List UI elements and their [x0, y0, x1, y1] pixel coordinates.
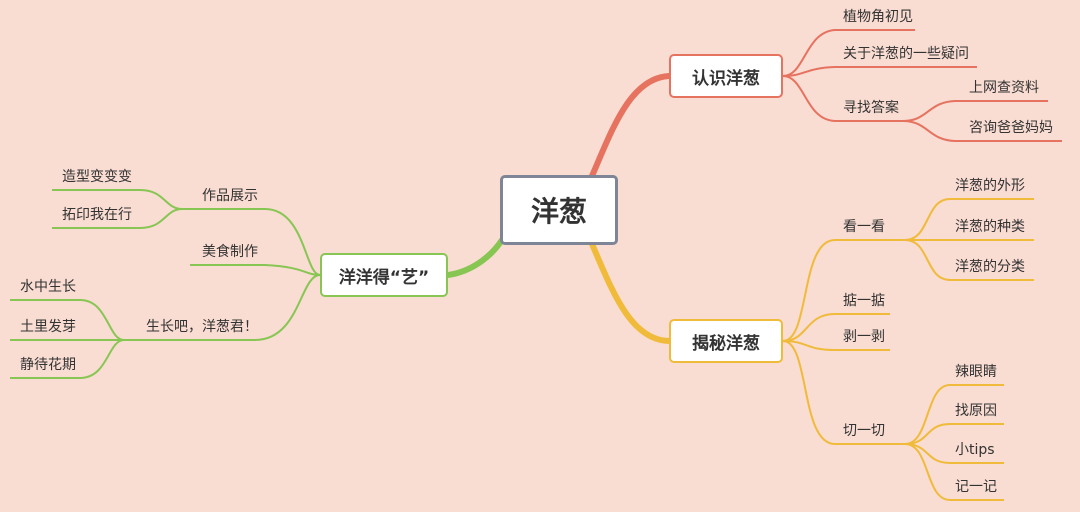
connectors-know — [782, 29, 1062, 142]
topic-varieties[interactable]: 洋葱的种类 — [955, 219, 1025, 235]
connectors-reveal — [782, 198, 1034, 501]
topic-works-display[interactable]: 作品展示 — [202, 188, 258, 204]
topic-shape-change[interactable]: 造型变变变 — [62, 169, 132, 185]
topic-cut[interactable]: 切一切 — [843, 423, 885, 439]
topic-find-answers[interactable]: 寻找答案 — [843, 100, 899, 116]
connector-root-reveal — [589, 241, 672, 344]
branch-know-node[interactable]: 认识洋葱 — [669, 54, 783, 98]
topic-shape[interactable]: 洋葱的外形 — [955, 178, 1025, 194]
topic-eye-sting[interactable]: 辣眼睛 — [955, 364, 997, 380]
branch-reveal-node[interactable]: 揭秘洋葱 — [669, 319, 783, 363]
connectors-art — [10, 189, 321, 379]
topic-plant-corner[interactable]: 植物角初见 — [843, 9, 913, 25]
topic-tips[interactable]: 小tips — [955, 442, 995, 458]
topic-food-making[interactable]: 美食制作 — [202, 244, 258, 260]
topic-questions[interactable]: 关于洋葱的一些疑问 — [843, 46, 969, 62]
topic-weigh[interactable]: 掂一掂 — [843, 293, 885, 309]
topic-printing[interactable]: 拓印我在行 — [62, 207, 132, 223]
topic-peel[interactable]: 剥一剥 — [843, 329, 885, 345]
topic-grow[interactable]: 生长吧，洋葱君！ — [146, 319, 258, 335]
connector-root-art — [445, 237, 505, 278]
root-node[interactable]: 洋葱 — [500, 175, 618, 245]
connector-root-know — [589, 73, 672, 179]
topic-classification[interactable]: 洋葱的分类 — [955, 259, 1025, 275]
topic-search-online[interactable]: 上网查资料 — [969, 80, 1039, 96]
topic-water-growth[interactable]: 水中生长 — [20, 279, 76, 295]
topic-look[interactable]: 看一看 — [843, 219, 885, 235]
topic-remember[interactable]: 记一记 — [955, 479, 997, 495]
topic-ask-parents[interactable]: 咨询爸爸妈妈 — [969, 120, 1053, 136]
topic-soil-sprout[interactable]: 土里发芽 — [20, 319, 76, 335]
branch-art-node[interactable]: 洋洋得“艺” — [320, 253, 448, 297]
topic-flowering[interactable]: 静待花期 — [20, 357, 76, 373]
topic-find-reason[interactable]: 找原因 — [955, 403, 997, 419]
